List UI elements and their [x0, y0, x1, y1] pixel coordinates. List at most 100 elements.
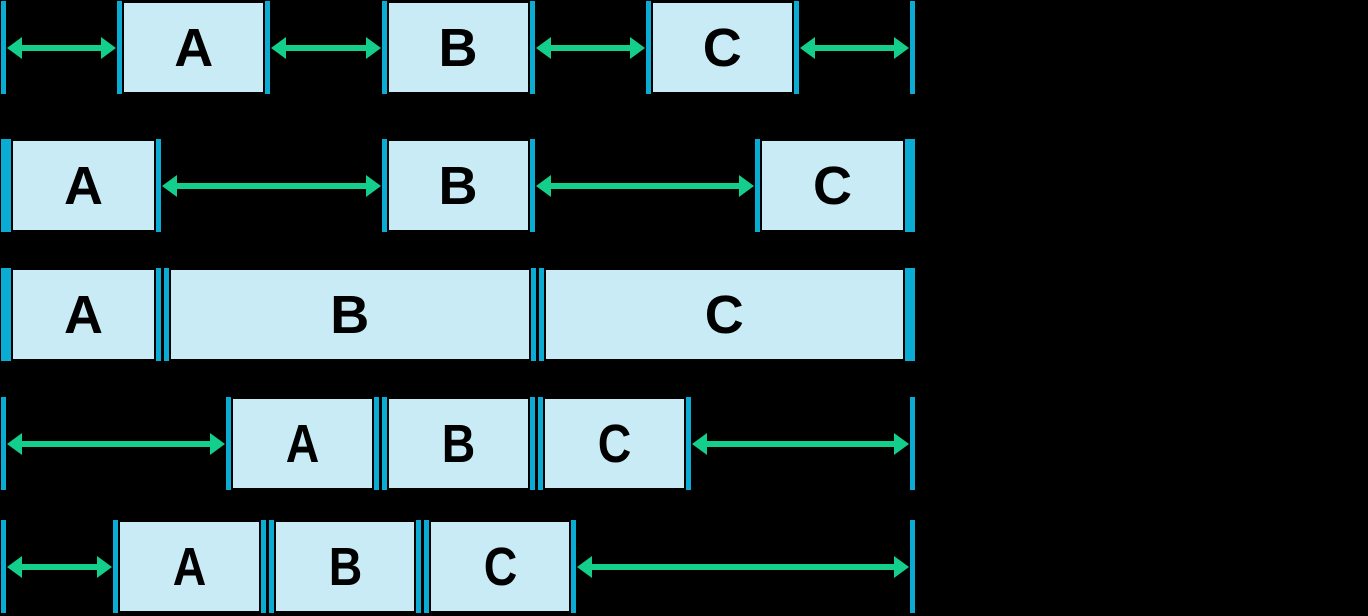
item-right-edge-bar	[905, 139, 910, 232]
item-left-edge-bar	[269, 520, 274, 613]
flex-item-b: B	[381, 397, 535, 490]
arrow-left-head-icon	[162, 174, 177, 197]
item-right-edge-bar	[571, 520, 576, 613]
item-left-edge-bar	[113, 520, 118, 613]
free-space-arrow	[535, 1, 646, 94]
arrow-shaft	[547, 44, 633, 51]
item-left-edge-bar	[164, 268, 169, 361]
container-right-edge-line	[910, 268, 915, 361]
item-label: C	[704, 284, 744, 345]
item-label: B	[438, 17, 478, 78]
container-left-edge-line	[1, 1, 6, 94]
item-right-edge-bar	[685, 397, 691, 490]
container-left-edge-line	[1, 520, 6, 613]
item-right-edge-bar	[530, 268, 536, 361]
item-left-edge-bar	[6, 139, 11, 232]
flex-item-b: B	[381, 139, 535, 232]
item-left-edge-bar	[755, 139, 760, 232]
item-body: C	[760, 139, 905, 232]
free-space-arrow	[535, 139, 756, 232]
arrow-right-head-icon	[365, 174, 381, 197]
item-label: A	[64, 284, 103, 345]
item-right-edge-bar	[373, 397, 379, 490]
item-label: C	[483, 536, 517, 597]
item-label: B	[441, 413, 475, 474]
item-right-edge-bar	[416, 520, 421, 613]
item-right-edge-bar	[793, 1, 799, 94]
row-items-stretched: A B C	[1, 268, 915, 361]
flex-item-a: A	[6, 139, 161, 232]
arrow-left-head-icon	[535, 36, 551, 59]
container-right-edge-line	[910, 397, 915, 490]
item-left-edge-bar	[6, 268, 11, 361]
item-label: C	[813, 155, 852, 216]
flex-item-b: B	[269, 520, 421, 613]
flex-item-c: C	[424, 520, 576, 613]
item-body: C	[542, 397, 686, 490]
arrow-left-head-icon	[7, 432, 22, 455]
container-left-edge-line	[1, 268, 6, 361]
flex-item-c: C	[537, 397, 691, 490]
free-space-arrow	[6, 397, 226, 490]
item-left-edge-bar	[225, 397, 231, 490]
arrow-right-head-icon	[209, 432, 225, 455]
arrow-left-head-icon	[691, 432, 707, 455]
item-label: A	[174, 17, 214, 78]
item-label: B	[330, 284, 370, 345]
flex-item-b: B	[381, 1, 535, 94]
row-items-centered: A B C	[1, 397, 915, 490]
arrow-right-head-icon	[894, 36, 909, 59]
item-body: A	[230, 397, 374, 490]
item-left-edge-bar	[424, 520, 429, 613]
item-body: B	[386, 1, 530, 94]
arrow-shaft	[19, 563, 100, 570]
flex-item-c: C	[645, 1, 799, 94]
arrow-shaft	[19, 440, 213, 447]
arrow-shaft	[589, 563, 897, 570]
free-space-arrow	[161, 139, 382, 232]
arrow-shaft	[547, 182, 742, 189]
item-right-edge-bar	[261, 520, 266, 613]
row-space-distributed-evenly: A B C	[1, 1, 915, 94]
arrow-left-head-icon	[799, 36, 815, 59]
arrow-left-head-icon	[7, 36, 22, 59]
item-body: B	[386, 397, 530, 490]
arrow-right-head-icon	[101, 36, 117, 59]
item-body: A	[118, 520, 261, 613]
item-body: A	[11, 139, 156, 232]
free-space-arrow	[6, 520, 113, 613]
item-right-edge-bar	[156, 139, 161, 232]
arrow-shaft	[19, 44, 105, 51]
free-space-arrow	[799, 1, 910, 94]
free-space-arrow	[6, 1, 117, 94]
free-space-arrow	[691, 397, 911, 490]
item-body: C	[650, 1, 794, 94]
item-body: B	[169, 268, 531, 361]
item-label: A	[64, 155, 103, 216]
item-body: A	[122, 1, 266, 94]
item-label: C	[702, 17, 742, 78]
arrow-left-head-icon	[577, 555, 592, 578]
item-right-edge-bar	[265, 1, 271, 94]
arrow-shaft	[811, 44, 897, 51]
arrow-right-head-icon	[894, 432, 909, 455]
item-label: C	[597, 413, 631, 474]
row-space-between-items: A B C	[1, 139, 915, 232]
item-label: B	[438, 155, 478, 216]
container-left-edge-line	[1, 397, 6, 490]
arrow-right-head-icon	[629, 36, 645, 59]
arrow-shaft	[283, 44, 369, 51]
arrow-shaft	[703, 440, 897, 447]
arrow-right-head-icon	[894, 555, 909, 578]
item-left-edge-bar	[645, 1, 651, 94]
item-right-edge-bar	[529, 139, 535, 232]
item-label: B	[328, 536, 362, 597]
container-left-edge-line	[1, 139, 6, 232]
item-right-edge-bar	[905, 268, 910, 361]
free-space-arrow	[576, 520, 910, 613]
arrow-right-head-icon	[739, 174, 754, 197]
container-right-edge-line	[910, 520, 915, 613]
flex-item-a: A	[225, 397, 379, 490]
flex-item-a: A	[113, 520, 266, 613]
